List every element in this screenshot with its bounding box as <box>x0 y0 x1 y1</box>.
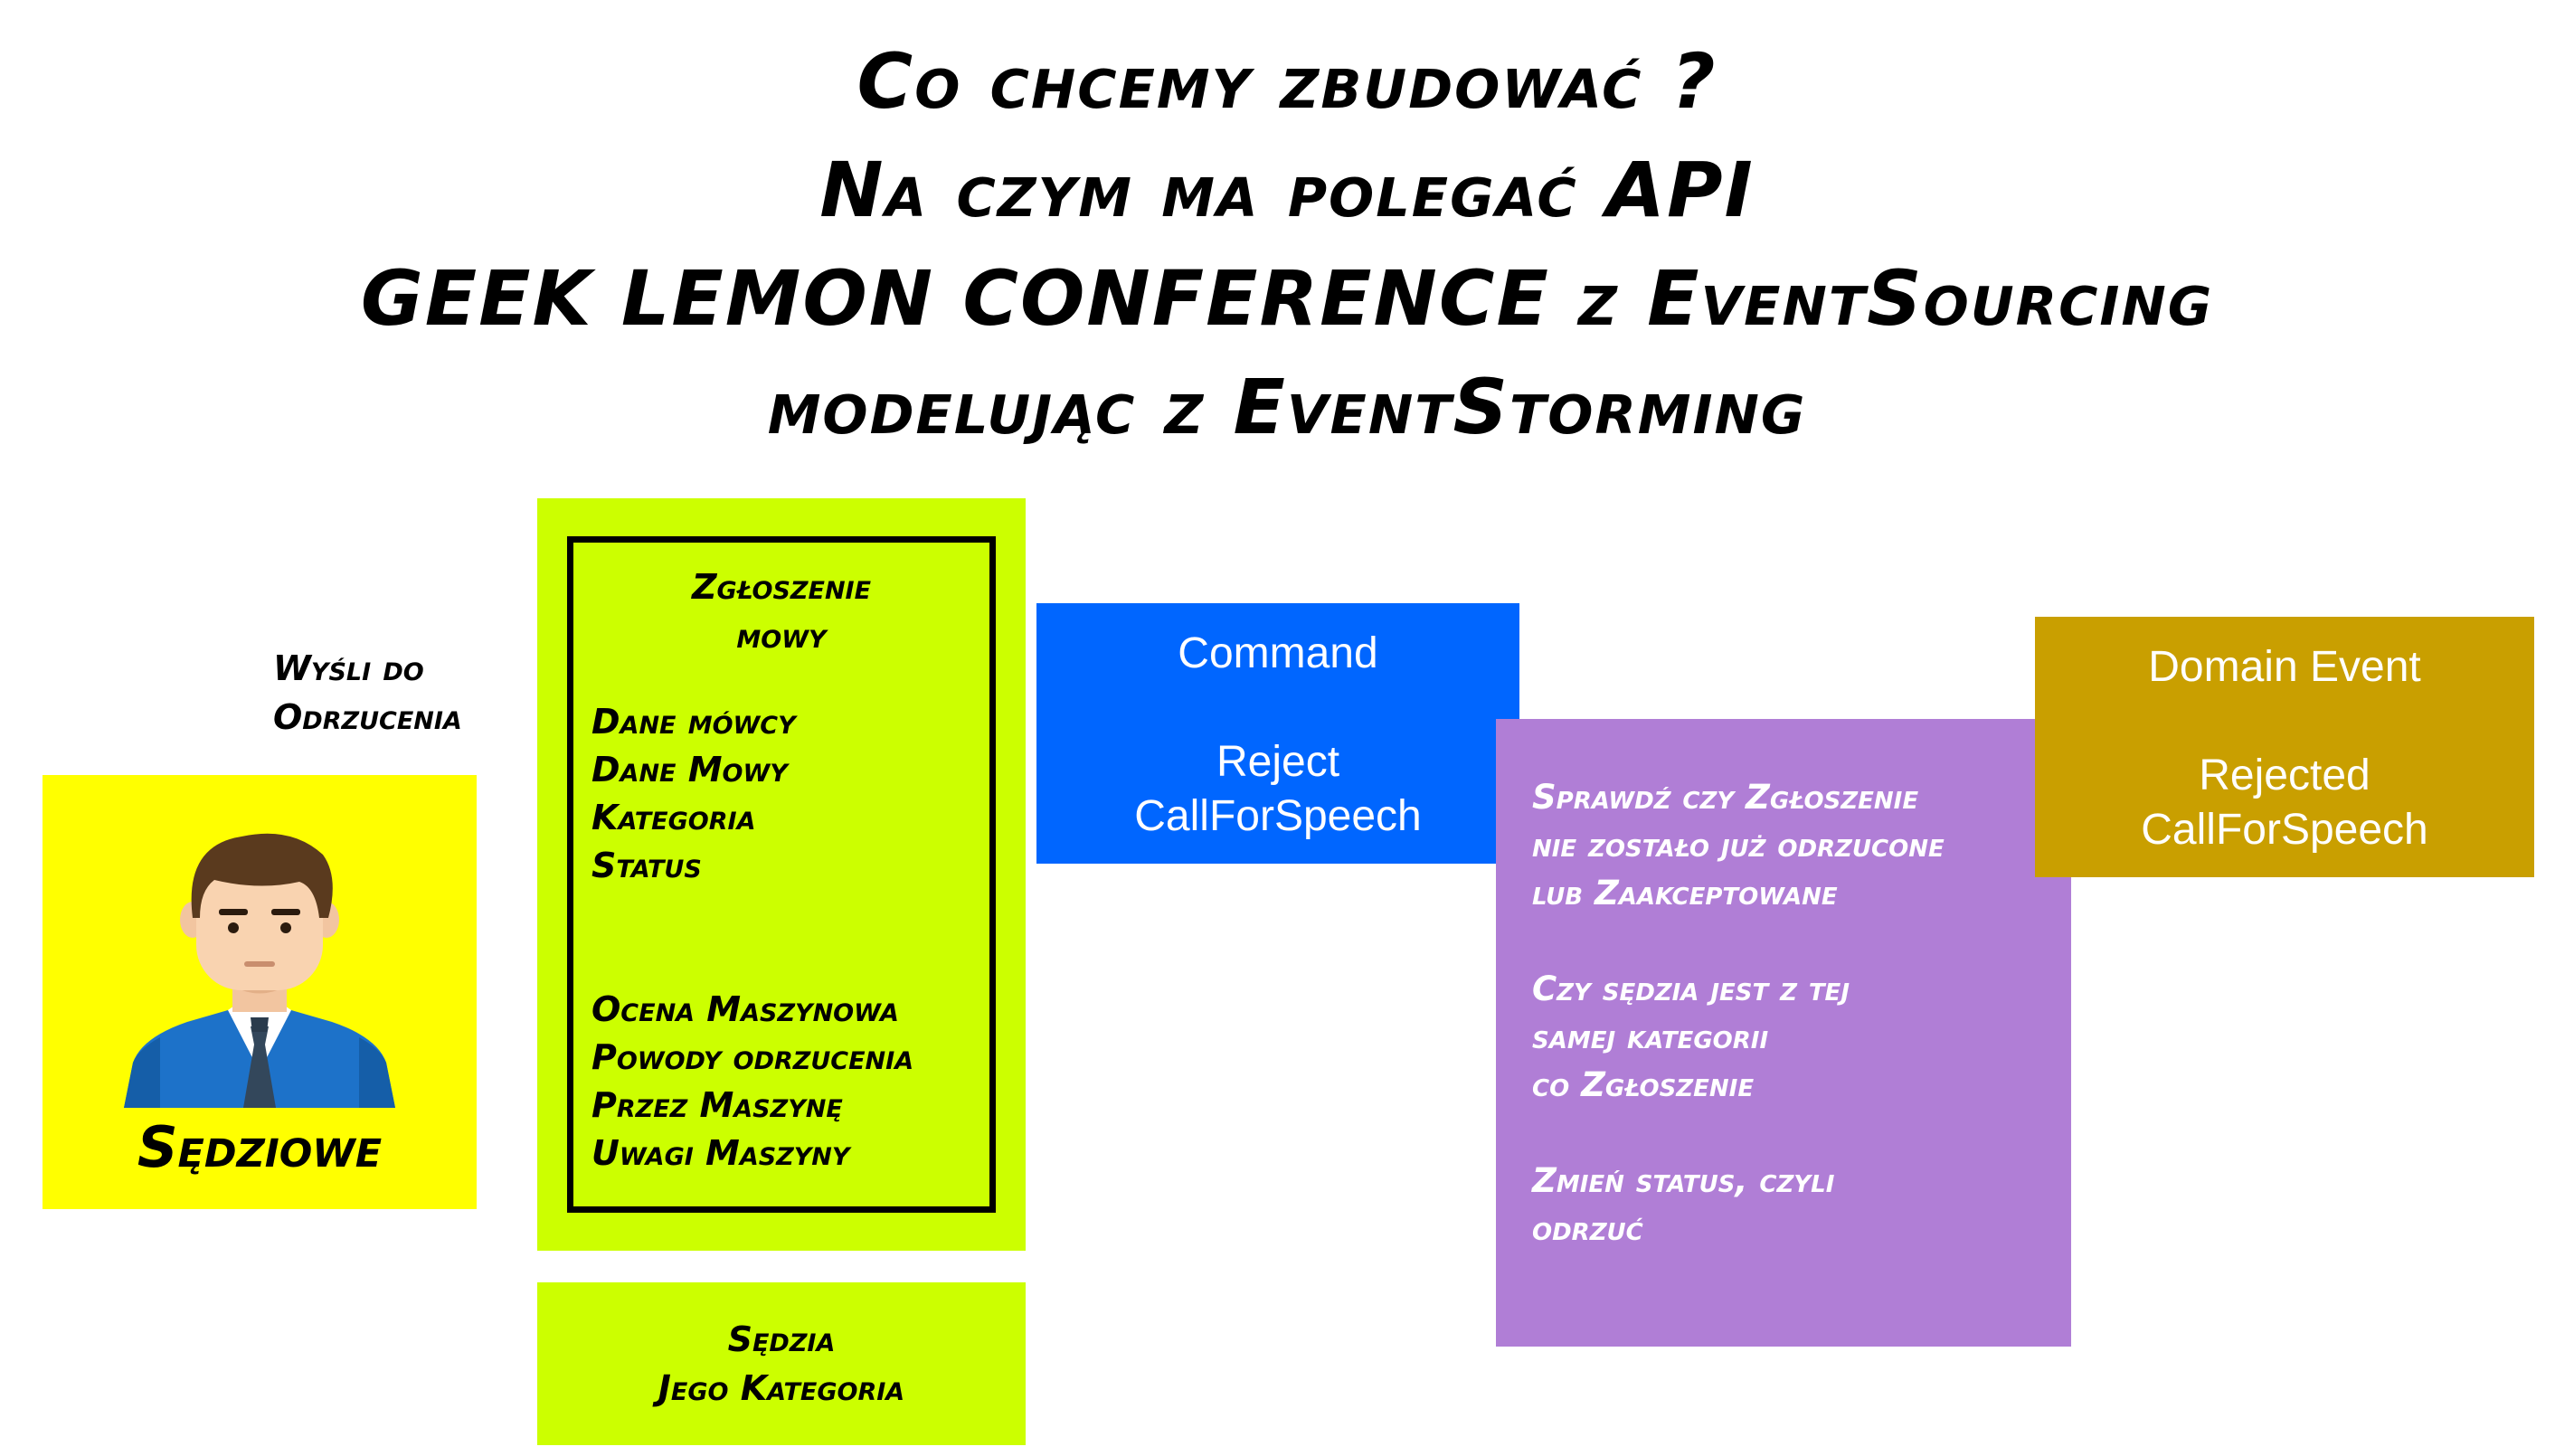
judge-avatar-icon <box>124 833 395 1108</box>
read-model-machine-fields: Ocena Maszynowa Powody odrzucenia Przez … <box>591 986 913 1177</box>
policy-rule-line: co Zgłoszenie <box>1532 1065 1755 1104</box>
actor-sticky: Sędziowe <box>43 775 477 1209</box>
domain-event-type-label: Domain Event <box>2148 643 2421 691</box>
read-model-title-line: Zgłoszenie <box>691 567 872 607</box>
command-name-line: CallForSpeech <box>1134 792 1422 840</box>
title-line-4: modelując z EventStorming <box>767 363 1807 451</box>
command-sticky: Command Reject CallForSpeech <box>1036 603 1519 864</box>
policy-rule-line: Sprawdź czy Zgłoszenie <box>1532 778 1919 817</box>
policy-rule-line: lub Zaakceptowane <box>1532 874 1838 912</box>
actor-annotation-line: Odrzucenia <box>273 697 462 737</box>
read-model-title: Zgłoszenie mowy <box>573 563 989 660</box>
read-model-field: Dane mówcy <box>591 702 796 742</box>
actor-annotation-line: Wyśli do <box>273 648 424 688</box>
policy-sticky: Sprawdź czy Zgłoszenie nie zostało już o… <box>1496 719 2071 1347</box>
judge-note: Sędzia Jego Kategoria <box>537 1315 1026 1413</box>
policy-rule-2: Czy sędzia jest z tej samej kategorii co… <box>1532 965 1850 1109</box>
read-model-field: Ocena Maszynowa <box>591 989 899 1029</box>
read-model-title-line: mowy <box>736 616 827 656</box>
read-model-field: Dane Mowy <box>591 750 788 789</box>
command-type-label: Command <box>1178 629 1378 677</box>
command-name-line: Reject <box>1216 738 1340 786</box>
policy-rule-3: Zmień status, czyli odrzuć <box>1532 1157 1834 1253</box>
actor-name: Sędziowe <box>137 1114 383 1180</box>
actor-annotation: Wyśli do Odrzucenia <box>273 644 462 742</box>
title-line-1: Co chcemy zbudować ? <box>856 37 1718 126</box>
title-line-2: Na czym ma polegać API <box>819 146 1755 234</box>
domain-event-name-line: Rejected <box>2199 752 2371 799</box>
policy-rule-line: samej kategorii <box>1532 1017 1769 1056</box>
read-model-field: Status <box>591 846 702 885</box>
policy-rule-line: Czy sędzia jest z tej <box>1532 969 1850 1008</box>
read-model-field: Powody odrzucenia <box>591 1037 914 1077</box>
policy-rule-line: Zmień status, czyli <box>1532 1161 1835 1200</box>
read-model-field: Kategoria <box>591 798 756 837</box>
read-model-fields: Dane mówcy Dane Mowy Kategoria Status <box>591 698 796 890</box>
judge-note-line: Jego Kategoria <box>658 1368 905 1408</box>
title-line-3: GEEK LEMON CONFERENCE z EventSourcing <box>360 254 2214 343</box>
read-model-frame: Zgłoszenie mowy Dane mówcy Dane Mowy Kat… <box>567 536 996 1213</box>
read-model-field: Przez Maszynę <box>591 1085 843 1125</box>
judge-note-line: Sędzia <box>727 1319 836 1359</box>
read-model-field: Uwagi Maszyny <box>591 1133 850 1173</box>
domain-event-sticky: Domain Event Rejected CallForSpeech <box>2035 617 2534 877</box>
page-title: Co chcemy zbudować ? Na czym ma polegać … <box>0 27 2574 461</box>
policy-rule-line: nie zostało już odrzucone <box>1532 826 1945 865</box>
judge-sticky: Sędzia Jego Kategoria <box>537 1282 1026 1445</box>
policy-rule-1: Sprawdź czy Zgłoszenie nie zostało już o… <box>1532 773 1945 917</box>
domain-event-name-line: CallForSpeech <box>2141 806 2428 854</box>
read-model-sticky: Zgłoszenie mowy Dane mówcy Dane Mowy Kat… <box>537 498 1026 1251</box>
policy-rule-line: odrzuć <box>1532 1209 1643 1248</box>
